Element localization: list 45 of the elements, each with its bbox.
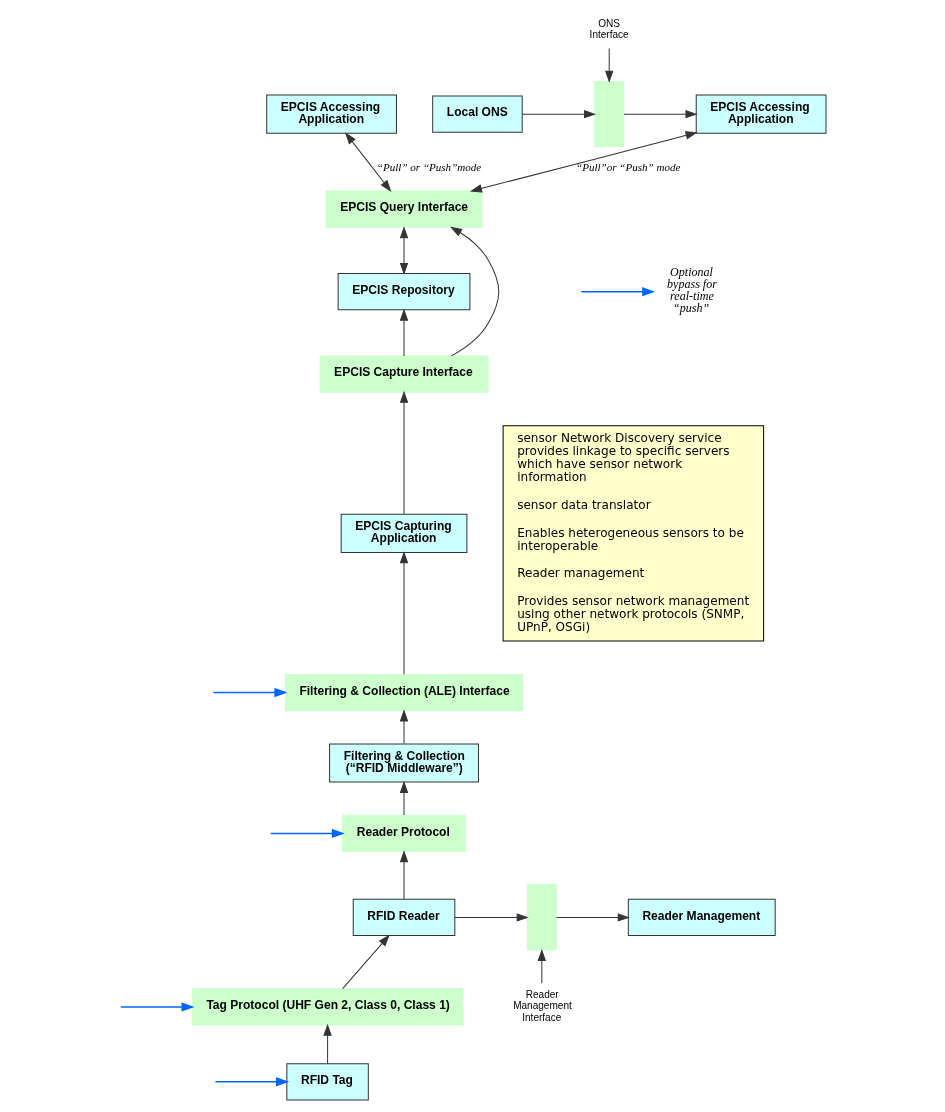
node-box: EPCIS Query Interface bbox=[325, 190, 482, 228]
arrow bbox=[212, 688, 287, 698]
arrow bbox=[344, 132, 391, 192]
node-box: Filtering & Collection (ALE) Interface bbox=[284, 674, 523, 712]
node-bar bbox=[526, 884, 557, 951]
arrow bbox=[580, 287, 655, 297]
node-box: RFID Tag bbox=[285, 1063, 369, 1101]
node-box: Filtering & Collection (“RFID Middleware”) bbox=[328, 743, 479, 783]
arrow bbox=[537, 948, 546, 984]
arrow bbox=[555, 913, 630, 922]
arrow bbox=[399, 308, 408, 357]
arrow bbox=[119, 1002, 195, 1012]
arrow bbox=[449, 226, 499, 357]
arrow bbox=[399, 226, 408, 276]
node-box: EPCIS Capturing Application bbox=[340, 513, 467, 553]
node-box: EPCIS Repository bbox=[337, 273, 470, 311]
edge-label: “Pull”or “Push” mode bbox=[575, 160, 680, 173]
arrow bbox=[604, 48, 613, 83]
arrow bbox=[399, 390, 408, 515]
arrow bbox=[399, 551, 408, 675]
node-box: RFID Reader bbox=[352, 898, 455, 936]
arrow bbox=[399, 850, 408, 900]
arrow bbox=[399, 709, 408, 745]
node-box: Local ONS bbox=[431, 95, 523, 133]
edge-label: “Pull” or “Push”mode bbox=[376, 160, 481, 173]
node-box: EPCIS Capture Interface bbox=[319, 355, 489, 393]
arrow bbox=[469, 131, 698, 193]
node-box: EPCIS Accessing Application bbox=[265, 94, 397, 134]
node-bar bbox=[593, 80, 624, 148]
arrow bbox=[623, 109, 698, 119]
node-box: Tag Protocol (UHF Gen 2, Class 0, Class 1) bbox=[191, 988, 463, 1026]
arrow bbox=[269, 828, 345, 838]
node-box: EPCIS Accessing Application bbox=[695, 94, 826, 134]
arrow bbox=[214, 1077, 289, 1087]
arrow bbox=[521, 109, 596, 119]
arrow bbox=[341, 934, 390, 990]
node-text: Reader Management Interface bbox=[512, 989, 572, 1023]
arrow bbox=[453, 913, 529, 922]
node-text: ONS Interface bbox=[589, 18, 629, 41]
arrow bbox=[322, 1023, 332, 1065]
node-box: Reader Management bbox=[627, 898, 776, 936]
node-text: Optional bypass for real-time “push” bbox=[666, 265, 717, 316]
arrow bbox=[399, 780, 408, 816]
node-box: Reader Protocol bbox=[341, 814, 466, 852]
node-box: sensor Network Discovery service provides linkage to specific servers which have sensor network information sensor data translator Enables heterogeneous sensors to be interoperable Reader management Provides sensor network management using other network protocols (SNMP, UPnP, OSGi) bbox=[502, 425, 764, 642]
